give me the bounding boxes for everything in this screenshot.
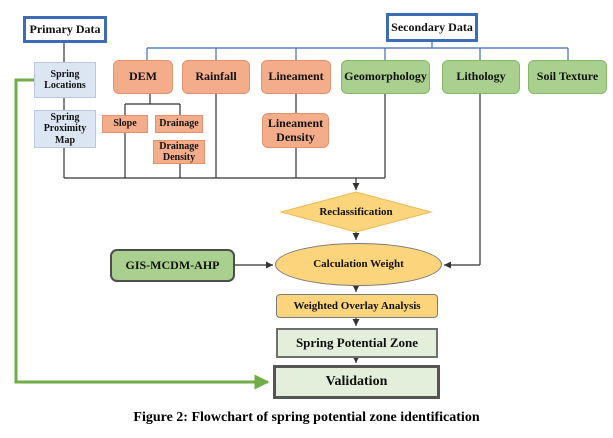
spring-locations-box: Spring Locations (34, 62, 96, 98)
dem-branches (124, 94, 481, 265)
validation-arrow (14, 78, 270, 390)
lineament-density-box: Lineament Density (262, 113, 329, 148)
soil-texture-label: Soil Texture (536, 69, 599, 84)
lithology-box: Lithology (442, 60, 520, 94)
calculation-weight-ellipse: Calculation Weight (275, 243, 442, 286)
slope-label: Slope (113, 118, 137, 130)
lineament-label: Lineament (268, 69, 324, 84)
reclassification-label-box: Reclassification (296, 203, 416, 221)
spring-locations-label: Spring Locations (44, 68, 86, 92)
secondary-data-box: Secondary Data (386, 13, 478, 42)
geomorphology-box: Geomorphology (341, 60, 430, 94)
drainage-density-box: Drainage Density (153, 140, 205, 164)
gis-mcdm-ahp-label: GIS-MCDM-AHP (125, 257, 220, 272)
figure-caption: Figure 2: Flowchart of spring potential … (133, 410, 480, 425)
spring-proximity-box: Spring Proximity Map (34, 110, 96, 148)
spring-potential-zone-box: Spring Potential Zone (276, 328, 438, 358)
drainage-label: Drainage (159, 118, 199, 130)
primary-data-box: Primary Data (23, 16, 107, 43)
drainage-density-label: Drainage Density (159, 140, 199, 164)
calculation-weight-label: Calculation Weight (313, 258, 404, 271)
spring-proximity-label: Spring Proximity Map (43, 111, 87, 146)
collection-bus (64, 177, 480, 363)
soil-texture-box: Soil Texture (528, 60, 607, 94)
dem-label: DEM (129, 69, 157, 84)
rainfall-label: Rainfall (195, 69, 237, 84)
rainfall-box: Rainfall (182, 60, 250, 94)
secondary-bus (146, 42, 569, 60)
gis-mcdm-ahp-box: GIS-MCDM-AHP (110, 249, 235, 282)
drainage-box: Drainage (155, 115, 203, 133)
lineament-density-label: Lineament Density (267, 115, 324, 144)
primary-data-label: Primary Data (29, 21, 101, 36)
geomorphology-label: Geomorphology (344, 69, 427, 84)
weighted-overlay-label: Weighted Overlay Analysis (293, 299, 421, 312)
dem-box: DEM (113, 60, 173, 94)
weighted-overlay-box: Weighted Overlay Analysis (276, 294, 438, 318)
lithology-label: Lithology (456, 69, 506, 84)
lineament-box: Lineament (261, 60, 331, 94)
validation-label: Validation (325, 373, 388, 389)
slope-box: Slope (102, 115, 148, 133)
spring-potential-zone-label: Spring Potential Zone (295, 334, 419, 350)
secondary-data-label: Secondary Data (391, 19, 473, 34)
reclassification-label: Reclassification (319, 205, 393, 218)
validation-box: Validation (273, 365, 440, 399)
